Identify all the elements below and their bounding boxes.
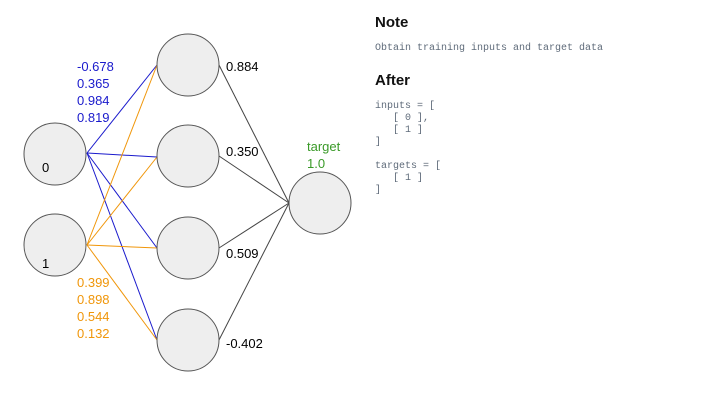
input-node-label: 0 <box>42 160 49 175</box>
note-heading: Note <box>375 14 409 31</box>
weight-label: 0.399 <box>77 275 110 290</box>
input-node <box>23 122 87 186</box>
weight-label: 0.898 <box>77 292 110 307</box>
input-node <box>23 213 87 277</box>
neural-network-diagram: 0 1 -0.678 0.365 0.984 0.819 0.399 0.898 0.544 0.… <box>23 33 352 372</box>
input-hidden-edge <box>86 64 158 246</box>
after-heading: After <box>375 72 411 89</box>
hidden-output-edge <box>218 155 290 204</box>
hidden-node <box>156 308 220 372</box>
code-line: ] <box>375 185 382 196</box>
weight-label: 0.365 <box>77 76 110 91</box>
hidden-output-edge <box>218 202 290 341</box>
code-line: targets = [ <box>375 161 442 172</box>
input-node-label: 1 <box>42 256 49 271</box>
hidden-output-value: 0.350 <box>226 144 259 159</box>
code-line: [ 0 ], <box>375 113 430 124</box>
nodes <box>23 33 352 372</box>
weight-label: 0.132 <box>77 326 110 341</box>
note-text: Obtain training inputs and target data <box>375 43 604 54</box>
target-label: target <box>307 139 341 154</box>
labels: 0 1 -0.678 0.365 0.984 0.819 0.399 0.898 0.544 0.… <box>42 59 341 351</box>
hidden-node <box>156 216 220 280</box>
input-hidden-edge <box>86 64 158 154</box>
inputs-code-block: inputs = [ [ 0 ], [ 1 ] ] <box>375 101 705 149</box>
weight-label: 0.819 <box>77 110 110 125</box>
input-hidden-edge <box>86 244 158 249</box>
code-line: [ 1 ] <box>375 125 424 136</box>
code-line: ] <box>375 137 382 148</box>
hidden-output-edge <box>218 64 290 204</box>
weight-label: 0.984 <box>77 93 110 108</box>
targets-code-block: targets = [ [ 1 ] ] <box>375 161 705 197</box>
code-line: inputs = [ <box>375 101 436 112</box>
code-line: [ 1 ] <box>375 173 424 184</box>
side-panel: Note Obtain training inputs and target d… <box>375 14 705 197</box>
input-hidden-edge <box>86 156 158 246</box>
hidden-node <box>156 124 220 188</box>
output-node <box>288 171 352 235</box>
hidden-output-value: 0.509 <box>226 246 259 261</box>
hidden-output-edge <box>218 202 290 249</box>
target-value: 1.0 <box>307 156 325 171</box>
weight-label: -0.678 <box>77 59 114 74</box>
hidden-output-value: 0.884 <box>226 59 259 74</box>
hidden-output-value: -0.402 <box>226 336 263 351</box>
input-hidden-edge <box>86 244 158 341</box>
hidden-node <box>156 33 220 97</box>
weight-label: 0.544 <box>77 309 110 324</box>
edges <box>86 64 290 341</box>
